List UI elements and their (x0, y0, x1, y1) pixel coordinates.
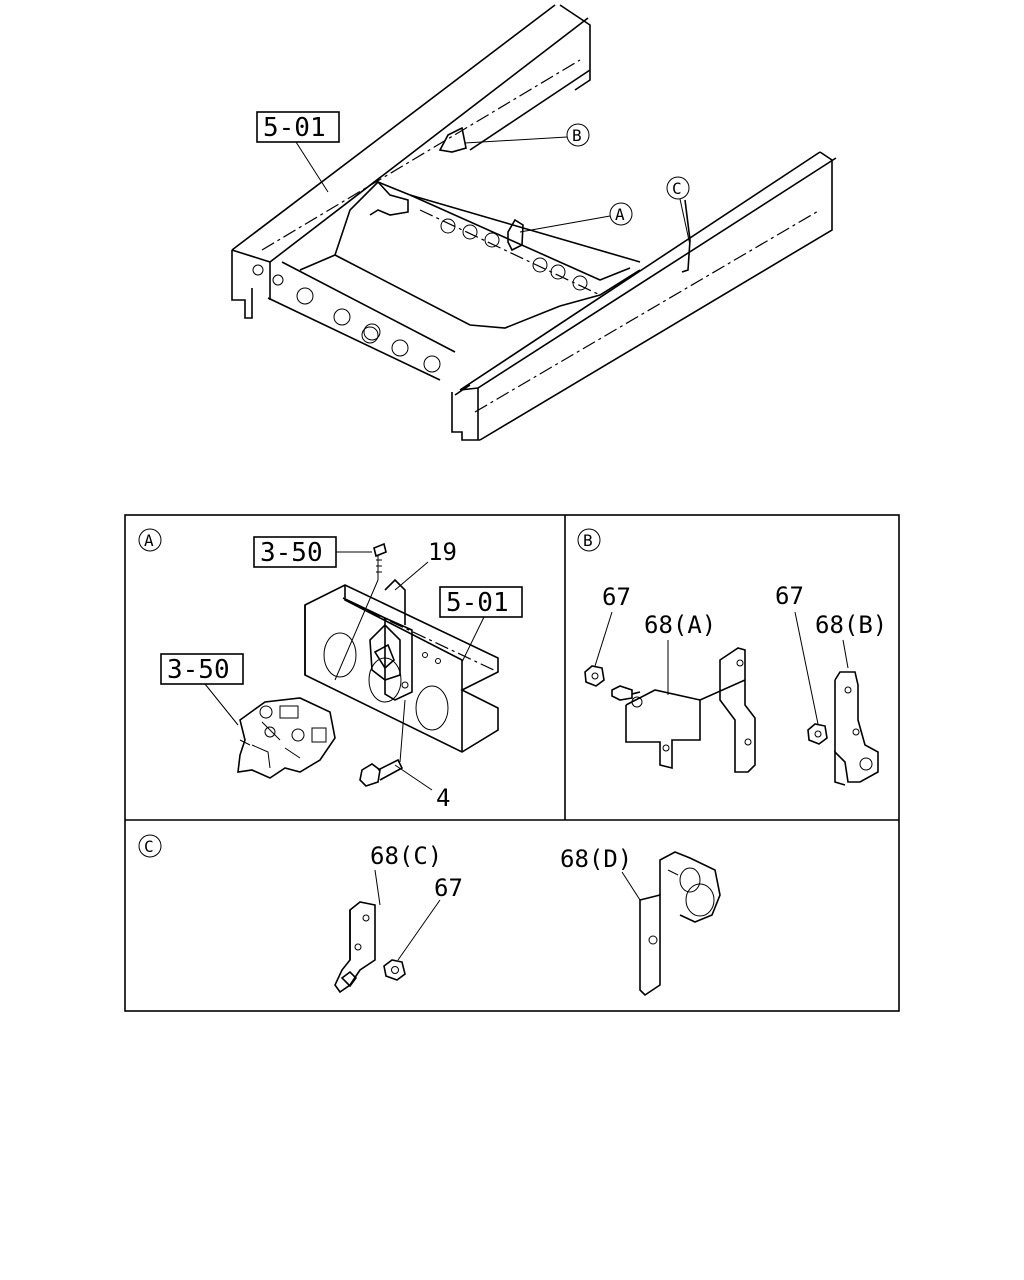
callout-c-label: C (672, 179, 682, 198)
right-side-rail (451, 151, 837, 441)
ref-box-valve-left: 3-50 (160, 653, 244, 726)
top-bolt (334, 542, 387, 681)
panel-a: A 4 (138, 528, 523, 812)
bracket-68a: 68(A) (611, 611, 756, 773)
bracket-68c: 68(C) (334, 842, 442, 994)
bolt-4: 4 (359, 699, 450, 812)
callout-a: A (519, 202, 633, 233)
part-19-label: 19 (428, 538, 457, 566)
panel-b: B 67 68(A) 67 (577, 528, 887, 786)
panel-a-title: A (144, 531, 154, 550)
frame-overview: 5-01 B A C (231, 4, 837, 441)
bracket-68b: 68(B) (815, 611, 887, 786)
nut-67-left: 67 (584, 583, 631, 687)
nut-67-c-label: 67 (434, 874, 463, 902)
ref-frame-detail-label: 5-01 (446, 588, 509, 618)
rear-cross-member (409, 194, 641, 307)
ref-valve-top-label: 3-50 (260, 538, 323, 568)
nut-67-right-label: 67 (775, 582, 804, 610)
panel-c-title: C (144, 837, 154, 856)
nut-67-right: 67 (775, 582, 828, 745)
nut-67-left-label: 67 (602, 583, 631, 611)
ref-box-frame-detail: 5-01 (439, 586, 523, 663)
front-cross-member (267, 181, 631, 381)
callout-a-label: A (615, 205, 625, 224)
ref-valve-left-label: 3-50 (167, 655, 230, 685)
ref-box-valve-top: 3-50 (253, 536, 372, 568)
callout-b: B (464, 123, 590, 147)
callout-c: C (666, 176, 691, 246)
part-4-label: 4 (436, 784, 450, 812)
bracket-68d-label: 68(D) (560, 845, 632, 873)
nut-location-b (438, 126, 467, 153)
detail-panels (124, 514, 900, 1012)
nut-67-c: 67 (383, 874, 463, 981)
panel-b-title: B (583, 531, 593, 550)
left-side-rail (231, 4, 591, 319)
valve-assembly (237, 697, 336, 779)
bracket-68a-label: 68(A) (644, 611, 716, 639)
callout-b-label: B (572, 126, 582, 145)
ref-frame-overview-label: 5-01 (263, 113, 326, 143)
ref-box-frame-overview: 5-01 (256, 111, 340, 193)
bracket-19 (342, 578, 413, 701)
bracket-68c-label: 68(C) (370, 842, 442, 870)
panel-c: C 68(C) 67 68(D) (138, 834, 721, 997)
cross-member-detail (304, 584, 499, 753)
valve-bracket-location (507, 218, 524, 252)
bracket-68d: 68(D) (560, 845, 721, 997)
bracket-68b-label: 68(B) (815, 611, 887, 639)
